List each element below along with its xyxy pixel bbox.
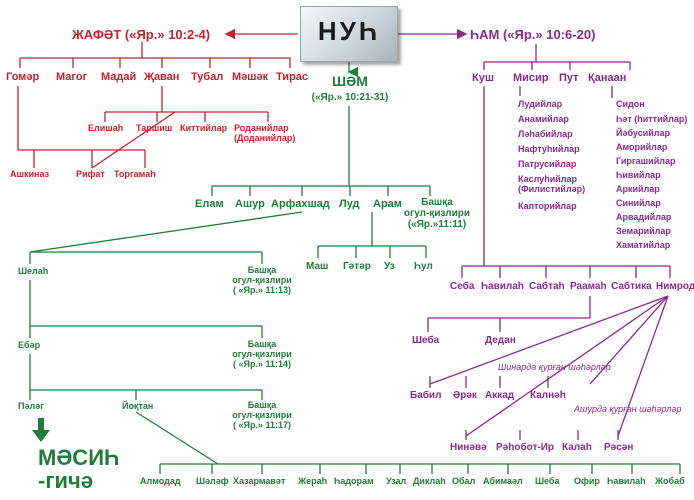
- shinar-city-accad: Аккад: [485, 390, 515, 401]
- canaan-son-sinites: Синийлар: [616, 198, 661, 208]
- canaan-son-amorites: Аморийлар: [616, 142, 668, 152]
- mizraim-son-casluhim: Каслуһийлар (Филистийләр): [518, 174, 586, 194]
- cush-son-seba: Себа: [450, 281, 475, 292]
- japheth-son-tiras: Тирас: [276, 71, 309, 83]
- gomer-son-ashkenaz: Ашкиназ: [10, 169, 50, 179]
- assyria-city-rehoboth-ir: Рәһобот-Ир: [496, 442, 555, 453]
- shem-son-elam: Елам: [195, 198, 224, 210]
- assyria-city-calah: Калаһ: [562, 442, 592, 453]
- joktan-son-uzal: Узал: [386, 476, 407, 486]
- raamah-son-dedan: Дедан: [485, 335, 516, 346]
- joktan-son-obal: Обал: [452, 476, 476, 486]
- shem-son-arphaxad: Арфахшад: [271, 198, 330, 210]
- aram-son-hul: Һул: [414, 261, 433, 272]
- cush-son-raamah: Раамаһ: [570, 281, 607, 292]
- japheth-son-meshech: Мәшәк: [232, 71, 269, 83]
- canaan-son-heth: Һәт (һиттийлар): [616, 114, 688, 124]
- shem-title: ШӘМ: [332, 73, 368, 89]
- japheth-title: ЖАФӘТ («Яр.» 10:2-4): [72, 27, 211, 42]
- canaan-son-girgashites: Гиргашийлар: [616, 156, 676, 166]
- ham-son-put: Пут: [559, 72, 579, 84]
- canaan-son-arkites: Аркийлар: [616, 184, 660, 194]
- cush-son-nimrod: Нимрод: [656, 281, 694, 292]
- messiah-label: МӘСИҺ -гичә: [38, 445, 120, 494]
- shinar-city-calneh: Калнәһ: [530, 390, 566, 401]
- assyria-note: Ашурда қурған шәһәрләр: [574, 404, 682, 414]
- japheth-son-magog: Магог: [56, 71, 88, 83]
- aram-son-uz: Уз: [384, 261, 395, 272]
- joktan-son-almodad: Алмодад: [140, 476, 181, 486]
- canaan-son-hamathites: Хаматийлар: [616, 240, 671, 250]
- eber-other-children: Башқа огул-қизлири ( «Яр.» 11:14): [232, 339, 292, 369]
- shem-son-asshur: Ашур: [235, 198, 265, 210]
- mizraim-son-lehabim: Ләһабийлар: [518, 129, 573, 139]
- joktan-son-abimael: Абимаәл: [483, 476, 523, 486]
- noah-label: НУҺ: [317, 16, 381, 46]
- shem-other-children: Башқа огул-қизлири («Яр.»11:11): [403, 197, 471, 230]
- joktan-label: Йоқтан: [122, 401, 154, 411]
- ham-title: ҺАМ («Яр.» 10:6-20): [470, 27, 596, 42]
- cush-son-sabteca: Сабтика: [611, 281, 652, 292]
- mizraim-son-caphtorim: Капторийлар: [518, 201, 577, 211]
- joktan-son-hadoram: Һадорам: [334, 476, 374, 486]
- mizraim-son-pathrusim: Патрусийлар: [518, 159, 577, 169]
- noah-box: НУҺ: [300, 6, 398, 62]
- assyria-city-resen: Рәсән: [604, 442, 634, 453]
- cush-son-sabtah: Сабтаһ: [529, 281, 565, 292]
- joktan-son-hazarmaveth: Хазармавәт: [233, 476, 286, 486]
- ham-son-canaan: Қанаан: [588, 72, 627, 84]
- shinar-city-erech: Әрәк: [453, 390, 477, 401]
- mizraim-son-anamim: Анамийлар: [518, 114, 569, 124]
- ham-son-cush: Куш: [472, 72, 494, 84]
- mizraim-son-naphtuhim: Нафтуһийлар: [518, 144, 580, 154]
- shinar-note: Шинарда қурған шәһәрләр: [498, 362, 611, 372]
- ham-son-mizraim: Мисир: [513, 72, 549, 84]
- gomer-son-togarmah: Торгамаһ: [114, 169, 156, 179]
- joktan-son-havilah: Һавилаһ: [607, 476, 646, 486]
- canaan-son-arvadites: Арвадийлар: [616, 212, 672, 222]
- peleg-label: Пәләг: [18, 401, 44, 411]
- japheth-son-gomer: Гомәр: [6, 71, 40, 83]
- mizraim-son-ludim: Лудийлар: [518, 99, 563, 109]
- japheth-son-madai: Мадай: [101, 71, 137, 83]
- japheth-son-tubal: Тубал: [191, 71, 224, 83]
- joktan-son-jobab: Жобаб: [655, 476, 685, 486]
- gomer-son-riphath: Рифат: [76, 169, 105, 179]
- joktan-son-diklah: Диклаһ: [413, 476, 446, 486]
- javan-son-tarshish: Таршиш: [136, 123, 173, 133]
- shelah-other-children: Башқа огул-қизлири ( «Яр.» 11:13): [232, 265, 292, 295]
- canaan-son-jebusites: Йәбусийлар: [616, 128, 670, 138]
- canaan-son-zemarites: Земарийлар: [616, 226, 671, 236]
- shem-son-lud: Луд: [339, 198, 360, 210]
- joktan-son-sheba: Шеба: [535, 476, 560, 486]
- joktan-son-ophir: Офир: [574, 476, 600, 486]
- aram-son-gether: Гәтәр: [343, 261, 371, 272]
- joktan-son-jerah: Жераһ: [298, 476, 328, 486]
- cush-son-havilah: Һавилаһ: [481, 281, 524, 292]
- shem-ref: («Яр.» 10:21-31): [311, 92, 389, 103]
- joktan-son-sheleph: Шәләф: [196, 476, 229, 486]
- peleg-other-children: Башқа огул-қизлири ( «Яр.» 11:17): [232, 400, 292, 430]
- javan-son-rodanim: Роданийлар (Доданийлар): [234, 123, 296, 143]
- javan-son-elishah: Елишаһ: [88, 123, 124, 133]
- down-arrow-icon: [32, 418, 50, 442]
- shem-son-aram: Арам: [373, 198, 402, 210]
- assyria-city-nineveh: Нинәвә: [450, 442, 487, 453]
- canaan-son-hivites: Һивийлар: [616, 170, 661, 180]
- eber-label: Ебәр: [18, 340, 41, 350]
- japheth-son-javan: Җаван: [144, 71, 180, 83]
- aram-son-mash: Маш: [306, 261, 329, 272]
- shelah-label: Шелаһ: [18, 266, 49, 276]
- shinar-city-babel: Бабил: [410, 390, 442, 401]
- canaan-son-sidon: Сидон: [616, 99, 645, 109]
- raamah-son-sheba: Шеба: [412, 335, 440, 346]
- javan-son-kittim: Киттийлар: [180, 123, 228, 133]
